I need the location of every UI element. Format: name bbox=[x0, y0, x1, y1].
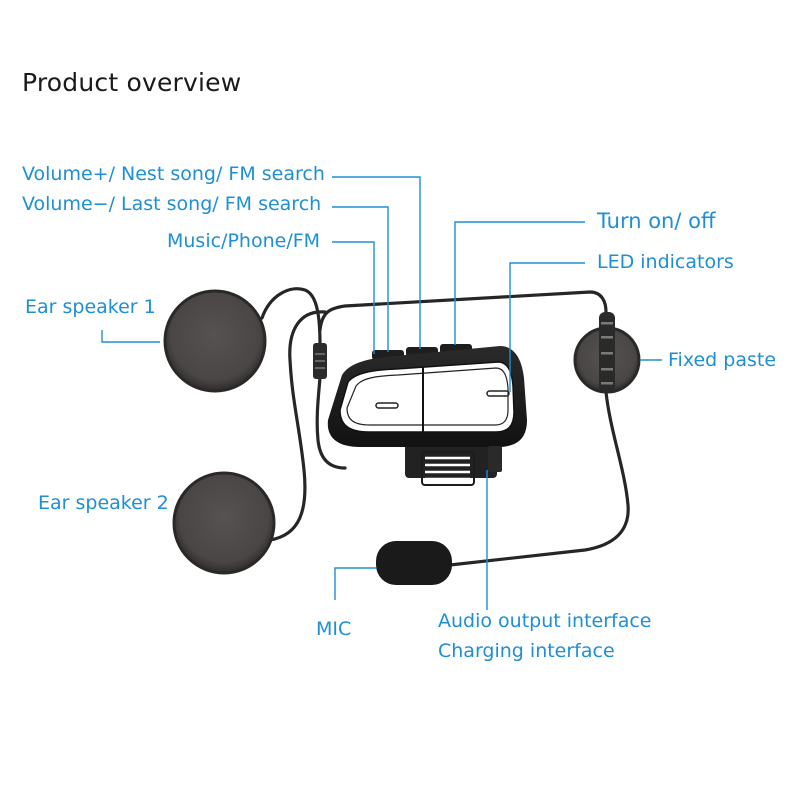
label-led-indicators: LED indicators bbox=[597, 251, 734, 273]
cable-connector bbox=[313, 343, 327, 379]
label-audio-output: Audio output interface bbox=[438, 610, 652, 632]
splitter-cable bbox=[315, 376, 347, 470]
callout-lines bbox=[101, 176, 662, 610]
top-cable bbox=[318, 290, 608, 332]
label-ear-speaker-1: Ear speaker 1 bbox=[25, 296, 156, 318]
label-ear-speaker-2: Ear speaker 2 bbox=[38, 492, 169, 514]
label-volume-up: Volume+/ Nest song/ FM search bbox=[22, 163, 325, 185]
label-volume-down: Volume−/ Last song/ FM search bbox=[22, 193, 322, 215]
fixed-paste bbox=[573, 312, 641, 394]
ear-speaker-2 bbox=[172, 471, 276, 575]
label-mic: MIC bbox=[316, 618, 352, 640]
mic-foam bbox=[376, 541, 452, 585]
device-clip-ribs bbox=[425, 456, 470, 481]
intercom-device bbox=[327, 344, 527, 486]
cables bbox=[260, 287, 630, 567]
page-title: Product overview bbox=[22, 68, 242, 97]
label-charging: Charging interface bbox=[438, 640, 615, 662]
mic-boom-cable bbox=[448, 390, 630, 567]
label-turn-on-off: Turn on/ off bbox=[597, 209, 716, 233]
ear-speaker-2-cable bbox=[268, 310, 327, 542]
ear-speaker-1 bbox=[163, 289, 267, 393]
label-fixed-paste: Fixed paste bbox=[668, 349, 777, 371]
label-music-phone-fm: Music/Phone/FM bbox=[167, 230, 321, 252]
